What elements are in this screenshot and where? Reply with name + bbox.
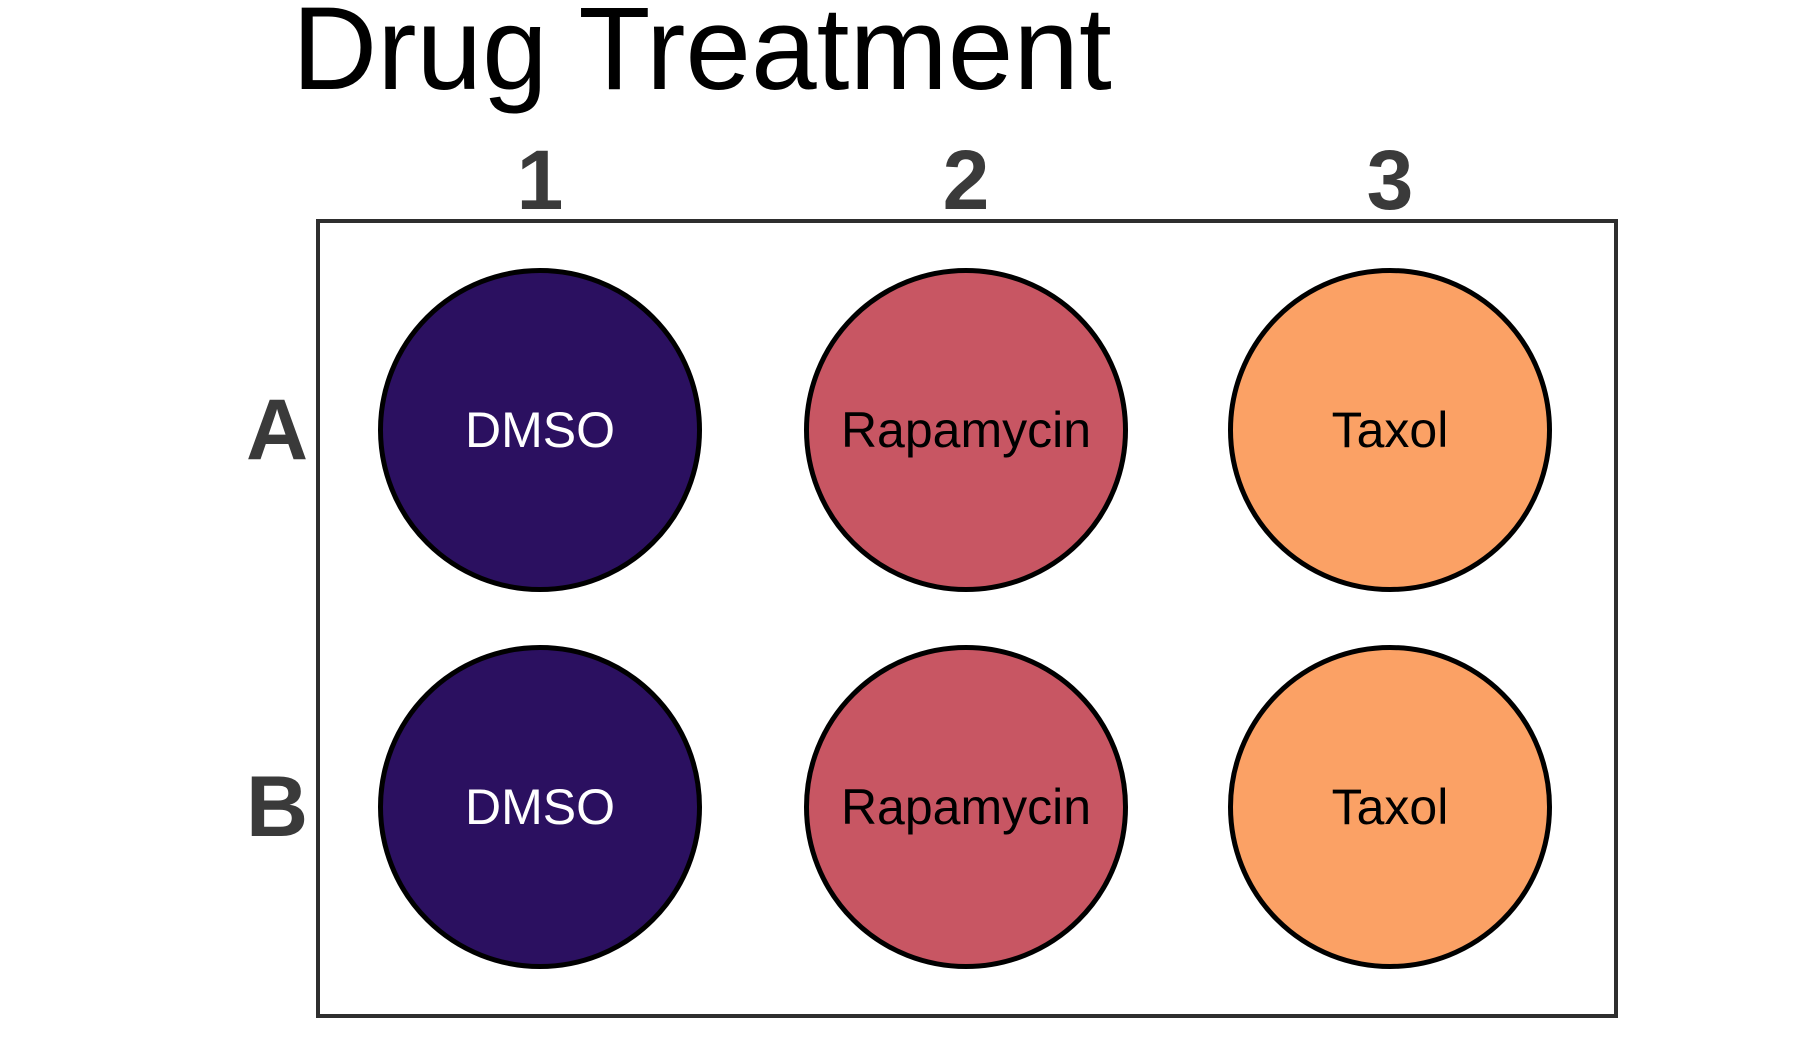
well-b2: Rapamycin: [804, 645, 1128, 969]
well-a1-label: DMSO: [465, 402, 615, 458]
well-b3-label: Taxol: [1331, 779, 1449, 835]
column-header-3: 3: [1366, 133, 1414, 227]
well-a3-label: Taxol: [1331, 402, 1449, 458]
well-b1: DMSO: [378, 645, 702, 969]
row-label-b: B: [245, 759, 309, 855]
well-a3: Taxol: [1228, 268, 1552, 592]
well-b1-label: DMSO: [465, 779, 615, 835]
well-b3: Taxol: [1228, 645, 1552, 969]
well-a2-label: Rapamycin: [840, 402, 1092, 458]
well-b2-label: Rapamycin: [840, 779, 1092, 835]
well-a2: Rapamycin: [804, 268, 1128, 592]
well-a1: DMSO: [378, 268, 702, 592]
column-header-2: 2: [942, 133, 990, 227]
figure-title: Drug Treatment: [292, 0, 1112, 115]
column-header-1: 1: [516, 133, 564, 227]
row-label-a: A: [245, 382, 309, 478]
plate-outline: [316, 219, 1618, 1018]
